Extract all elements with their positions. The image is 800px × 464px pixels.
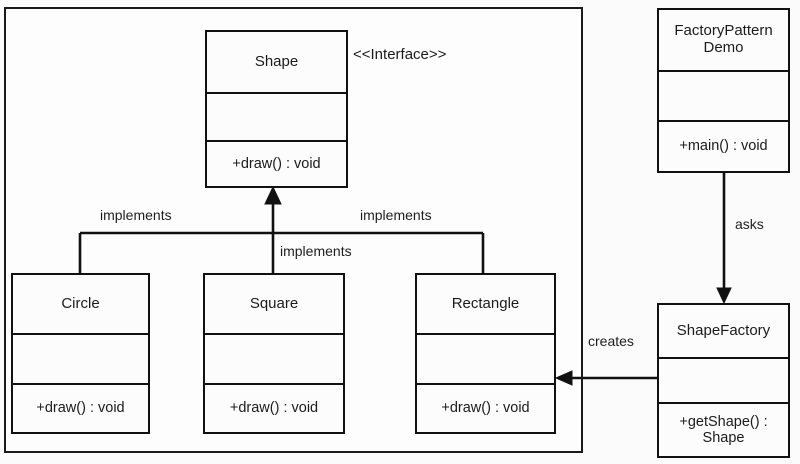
class-box-shape-factory[interactable]: ShapeFactory +getShape() : Shape <box>657 303 790 458</box>
edge-label-demo-asks: asks <box>735 216 764 232</box>
edge-label-rectangle-implements: implements <box>360 207 432 223</box>
edge-label-circle-implements: implements <box>100 207 172 223</box>
creates-arrowhead <box>554 370 573 386</box>
class-operations-rectangle: +draw() : void <box>441 400 530 417</box>
class-name-factory-pattern-demo: FactoryPattern Demo <box>659 10 788 72</box>
class-attributes-circle <box>13 335 148 385</box>
class-name-square: Square <box>205 275 343 335</box>
class-box-shape[interactable]: Shape +draw() : void <box>205 30 348 188</box>
edge-label-square-implements: implements <box>280 243 352 259</box>
class-operations-circle: +draw() : void <box>36 400 125 417</box>
class-attributes-shape <box>207 94 346 142</box>
class-name-circle: Circle <box>13 275 148 335</box>
class-box-rectangle[interactable]: Rectangle +draw() : void <box>415 273 556 434</box>
class-operations-factory-pattern-demo: +main() : void <box>679 138 768 155</box>
class-attributes-factory-pattern-demo <box>659 72 788 122</box>
class-name-rectangle: Rectangle <box>417 275 554 335</box>
class-operations-square: +draw() : void <box>229 400 319 417</box>
class-box-square[interactable]: Square +draw() : void <box>203 273 345 434</box>
asks-arrowhead <box>716 287 732 305</box>
class-operations-shape-factory: +getShape() : Shape <box>679 413 768 446</box>
class-attributes-rectangle <box>417 335 554 385</box>
class-box-circle[interactable]: Circle +draw() : void <box>11 273 150 434</box>
class-attributes-shape-factory <box>659 359 788 404</box>
class-name-shape-factory: ShapeFactory <box>659 305 788 359</box>
inheritance-arrowhead <box>264 185 282 205</box>
class-attributes-square <box>205 335 343 385</box>
class-name-shape: Shape <box>207 32 346 94</box>
edge-label-factory-creates: creates <box>588 333 634 349</box>
stereotype-interface-label: <<Interface>> <box>353 46 447 63</box>
class-box-factory-pattern-demo[interactable]: FactoryPattern Demo +main() : void <box>657 8 790 173</box>
class-operations-shape: +draw() : void <box>232 155 321 172</box>
